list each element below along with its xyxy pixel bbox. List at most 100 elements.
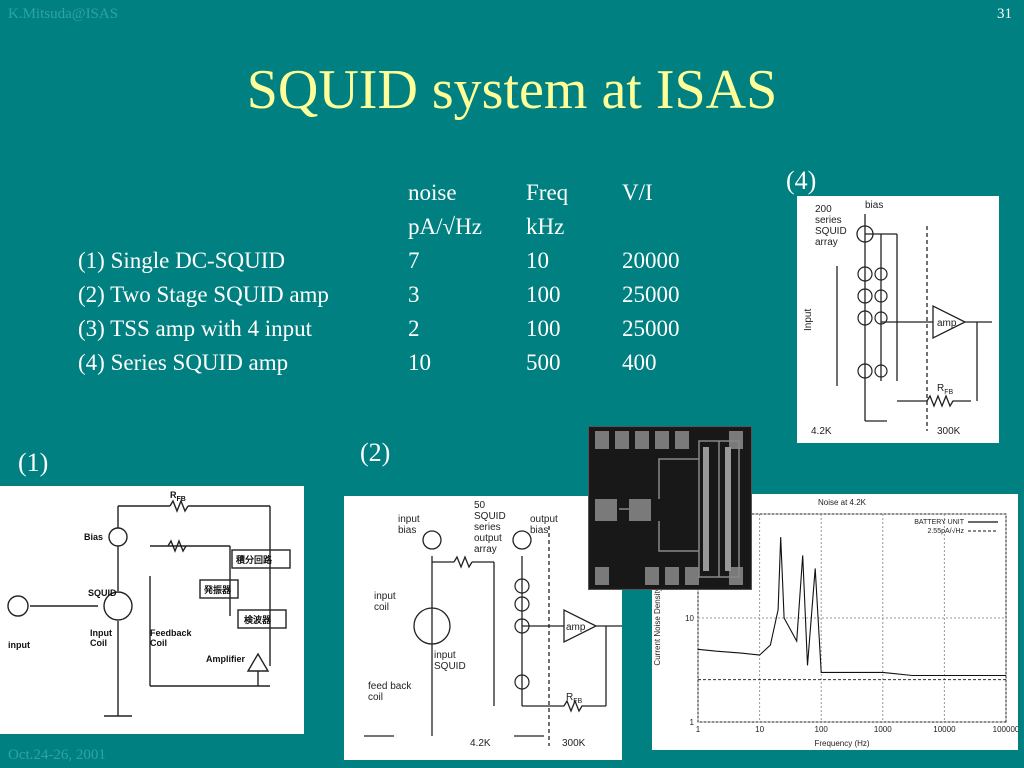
table-cell: 2	[408, 316, 420, 341]
series-lines	[697, 537, 1006, 681]
table-cell: 400	[622, 350, 657, 375]
feedback-coil-line: coil	[368, 692, 383, 703]
integrator-label: 積分回路	[235, 554, 273, 565]
feedback-coil-line: Feedback	[150, 628, 193, 638]
table-cell: (4) Series SQUID amp	[78, 350, 289, 375]
series-array-line: 50	[474, 500, 486, 511]
x-tick-label: 1	[696, 725, 701, 734]
footer-date: Oct.24-26, 2001	[8, 747, 106, 763]
series-squid-diagram: bias 200 series SQUID array Input amp RF…	[803, 200, 992, 437]
legend-entry-1: BATTERY UNIT	[914, 519, 965, 526]
feedback-coil-line: Coil	[150, 638, 167, 648]
x-axis-label: Frequency (Hz)	[814, 739, 869, 748]
amp-label: amp	[937, 318, 957, 329]
temp-cold-label: 4.2K	[811, 426, 832, 437]
array-label-line: SQUID	[815, 226, 847, 237]
table-row: (3) TSS amp with 4 input 2 100 25000	[78, 312, 722, 346]
table-header-cell	[78, 210, 408, 244]
series-array-line: output	[474, 533, 502, 544]
input-label: input	[8, 640, 30, 650]
table-header-row: noise Freq V/I	[78, 176, 722, 210]
table-header-cell	[622, 210, 722, 244]
series-line-1	[697, 537, 1006, 677]
rfb-label: RFB	[937, 383, 954, 396]
page-number: 31	[997, 6, 1012, 22]
temp-warm-label: 300K	[562, 738, 586, 749]
squid-chip-photo	[588, 426, 752, 590]
table-cell: 7	[408, 248, 420, 273]
table-cell: 3	[408, 282, 420, 307]
oscillator-label: 発振器	[203, 584, 232, 595]
x-tick-label: 100000	[993, 725, 1018, 734]
table-cell: 20000	[622, 248, 680, 273]
chip-micrograph	[591, 429, 749, 587]
input-coil-line: coil	[374, 602, 389, 613]
table-row: (2) Two Stage SQUID amp 3 100 25000	[78, 278, 722, 312]
x-tick-label: 10000	[933, 725, 956, 734]
array-label: 200 series SQUID array	[815, 204, 849, 248]
legend: BATTERY UNIT 2.55pA/√Hz	[914, 519, 998, 535]
rfb-sub: FB	[573, 698, 582, 705]
rfb-main: R	[170, 490, 177, 500]
figure-label-1: (1)	[18, 448, 49, 477]
array-label-line: series	[815, 215, 842, 226]
rfb-sub: FB	[177, 496, 186, 503]
input-squid-line: input	[434, 650, 456, 661]
grid-lines	[697, 513, 1007, 723]
series-array-line: array	[474, 544, 497, 555]
amp-label: amp	[566, 622, 586, 633]
x-tick-label: 100	[815, 725, 829, 734]
table-header-cell: noise	[408, 180, 457, 205]
chart-title: Noise at 4.2K	[818, 498, 867, 507]
table-cell: 25000	[622, 282, 680, 307]
table-cell: (3) TSS amp with 4 input	[78, 316, 313, 341]
legend-entry-2: 2.55pA/√Hz	[927, 527, 964, 535]
schematic-labels: bias 200 series SQUID array Input amp RF…	[803, 200, 961, 437]
table-header-cell: kHz	[526, 214, 565, 239]
temp-warm-label: 300K	[937, 426, 961, 437]
figure-label-4: (4)	[786, 166, 817, 195]
y-tick-label: 10	[685, 614, 694, 623]
table-cell: (2) Two Stage SQUID amp	[78, 282, 329, 307]
figure-label-2: (2)	[360, 438, 391, 467]
table-cell: 10	[526, 248, 549, 273]
header-author: K.Mitsuda@ISAS	[8, 6, 119, 22]
input-label: Input	[803, 309, 814, 331]
rfb-main: R	[566, 692, 573, 703]
series-array-label: 50 SQUID series output array	[474, 500, 508, 555]
input-coil-line: Input	[90, 628, 112, 638]
comparison-table: noise Freq V/I pA/√Hz kHz (1) Single DC-…	[78, 176, 722, 380]
rfb-label: RFB	[170, 490, 186, 503]
rfb-label: RFB	[566, 692, 583, 705]
array-label-line: array	[815, 237, 838, 248]
amplifier-label: Amplifier	[206, 654, 246, 664]
slide-title: SQUID system at ISAS	[246, 59, 778, 121]
input-coil-line: Coil	[90, 638, 107, 648]
feedback-coil-line: feed back	[368, 681, 412, 692]
noise-spectrum-panel: Noise at 4.2K Frequency (Hz) Current Noi…	[652, 494, 1018, 750]
rfb-main: R	[937, 383, 944, 394]
detector-label: 検波器	[244, 614, 272, 625]
bias-label: Bias	[84, 532, 103, 542]
y-axis-label: Current Noise Density (	[653, 582, 662, 665]
rfb-sub: FB	[944, 389, 953, 396]
table-cell: (1) Single DC-SQUID	[78, 248, 285, 273]
table-cell: 100	[526, 316, 561, 341]
table-cell: 100	[526, 282, 561, 307]
series-array-line: series	[474, 522, 501, 533]
input-bias-line: input	[398, 514, 420, 525]
input-coil-line: input	[374, 591, 396, 602]
table-row: (4) Series SQUID amp 10 500 400	[78, 346, 722, 380]
series-squid-schematic: bias 200 series SQUID array Input amp RF…	[797, 196, 999, 443]
table-header-cell	[78, 176, 408, 210]
y-tick-label: 1	[690, 718, 695, 727]
bias-label: bias	[865, 200, 883, 211]
